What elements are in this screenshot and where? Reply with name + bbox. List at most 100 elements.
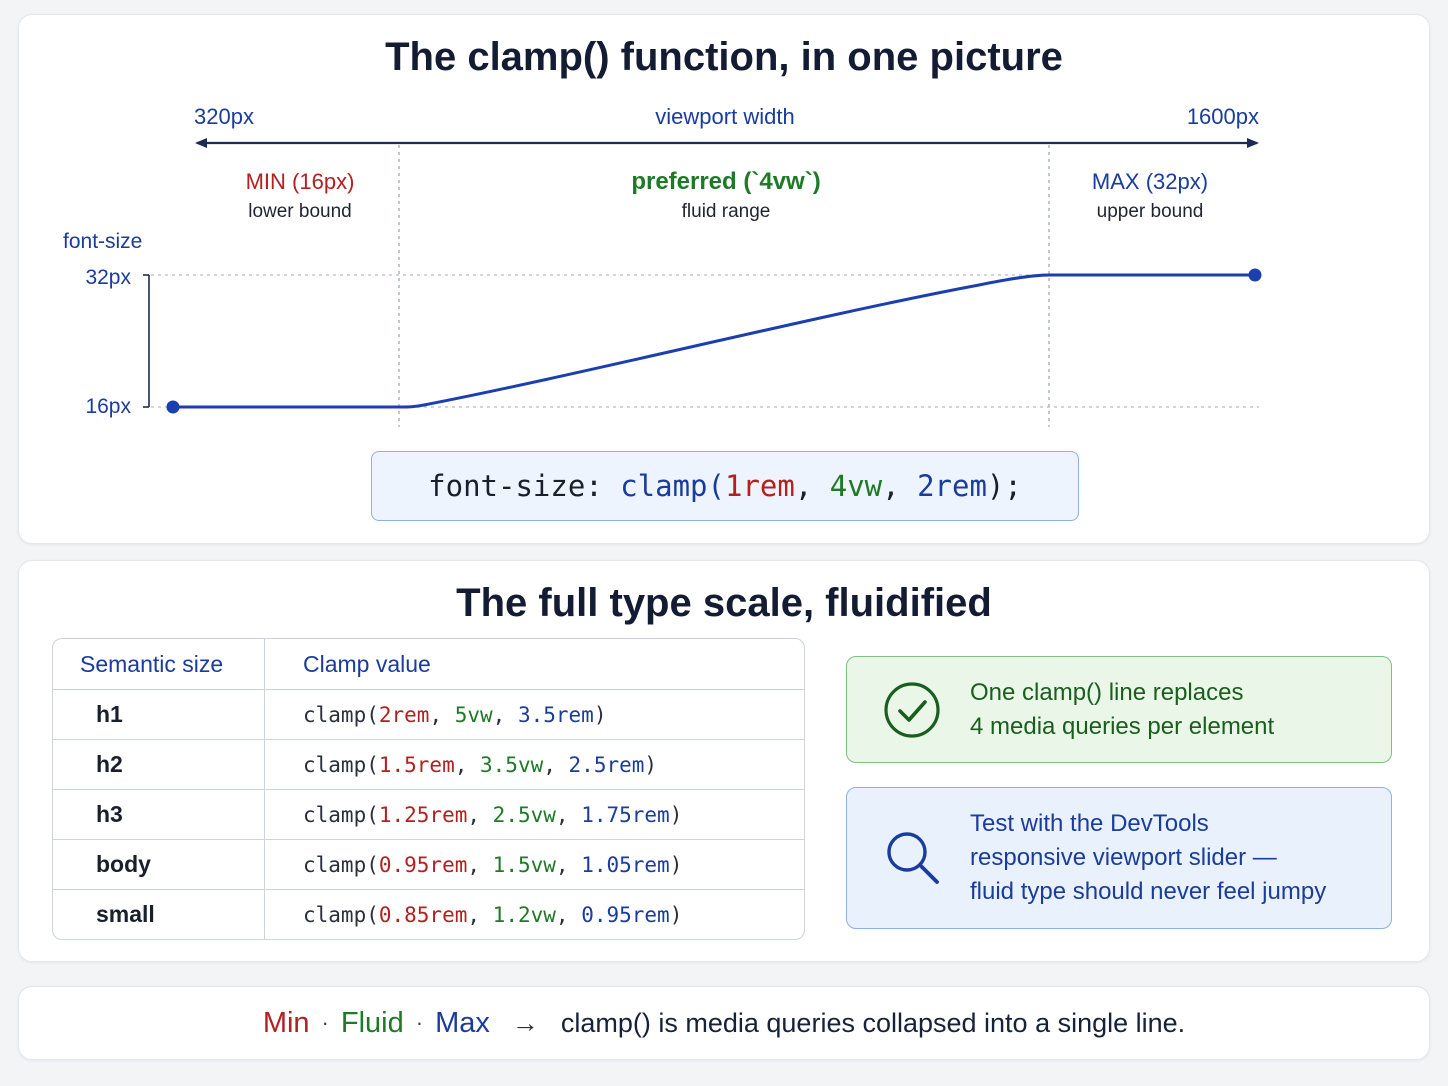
clamp-fluid: 1.5vw [492, 852, 556, 877]
clamp-diagram: 320px viewport width 1600px MIN (16px) l… [63, 104, 1262, 427]
fluid-region-title: preferred (`4vw`) [631, 168, 820, 195]
semantic-size-cell: small [53, 890, 265, 939]
fn-sep: , [467, 802, 493, 827]
fn-close: ) [669, 902, 683, 927]
summary-tail: clamp() is media queries collapsed into … [560, 1007, 1186, 1038]
fn-open: clamp( [303, 702, 379, 727]
max-region-subtitle: upper bound [1097, 201, 1204, 222]
clamp-max: 1.05rem [581, 852, 670, 877]
clamp-fluid: 3.5vw [480, 752, 544, 777]
code-prefix: font-size: [428, 469, 621, 503]
fn-open: clamp( [303, 802, 379, 827]
fn-sep: , [555, 852, 582, 877]
fn-close: ) [669, 802, 683, 827]
blue-note-line2: responsive viewport slider — [970, 844, 1277, 871]
clamp-fluid: 5vw [454, 702, 493, 727]
clamp-min: 2rem [378, 702, 430, 727]
clamp-fluid: 2.5vw [492, 802, 556, 827]
semantic-size-cell: body [53, 840, 265, 889]
y-axis-label: font-size [63, 230, 142, 253]
viewport-max-label: 1600px [1187, 104, 1259, 129]
green-note-line1: One clamp() line replaces [970, 678, 1244, 706]
clamp-value-cell: clamp(1.5rem, 3.5vw, 2.5rem) [265, 740, 804, 789]
devtools-note: Test with the DevTools responsive viewpo… [846, 787, 1392, 929]
summary-line: Min · Fluid · Max → clamp() is media queries c… [19, 987, 1429, 1059]
media-query-note: One clamp() line replaces 4 media querie… [846, 656, 1392, 763]
curve-start-point [166, 400, 180, 414]
fn-close: ) [593, 702, 607, 727]
fn-open: clamp( [303, 902, 379, 927]
clamp-fluid: 1.2vw [492, 902, 556, 927]
y-tick-16px: 16px [85, 395, 131, 418]
fn-sep: , [492, 702, 518, 727]
summary-max: Max [435, 1006, 490, 1039]
type-scale-card: The full type scale, fluidified Semantic… [18, 560, 1430, 962]
fn-sep: , [543, 752, 569, 777]
fn-open: clamp( [303, 852, 379, 877]
curve-end-point [1248, 268, 1262, 282]
clamp-value-cell: clamp(0.85rem, 1.2vw, 0.95rem) [265, 890, 804, 939]
devtools-note-text: Test with the DevTools responsive viewpo… [970, 807, 1326, 909]
min-region-subtitle: lower bound [248, 201, 352, 222]
fn-open: clamp( [303, 752, 379, 777]
diagram-title: The clamp() function, in one picture [385, 35, 1063, 79]
summary-fluid: Fluid [340, 1006, 404, 1039]
code-max: 2rem [917, 469, 987, 503]
blue-note-line3: fluid type should never feel jumpy [970, 878, 1327, 905]
fn-close: ) [644, 752, 658, 777]
code-sep2: , [882, 469, 918, 503]
viewport-min-label: 320px [194, 104, 254, 129]
semantic-size-cell: h1 [53, 690, 265, 739]
scale-title: The full type scale, fluidified [456, 581, 992, 625]
summary-arrow: → [511, 1007, 539, 1038]
summary-dot-1: · [321, 1010, 329, 1035]
code-fn: clamp( [620, 469, 725, 503]
clamp-min: 1.5rem [378, 752, 455, 777]
table-header-row: Semantic size Clamp value [53, 639, 804, 689]
semantic-size-cell: h2 [53, 740, 265, 789]
max-region-title: MAX (32px) [1092, 169, 1208, 194]
clamp-max: 2.5rem [568, 752, 645, 777]
fn-sep: , [555, 802, 582, 827]
fluid-region-subtitle: fluid range [682, 201, 771, 222]
magnifier-icon [887, 832, 939, 884]
y-tick-32px: 32px [85, 266, 131, 289]
check-circle-icon [884, 681, 940, 738]
code-sep1: , [794, 469, 830, 503]
fn-sep: , [467, 902, 493, 927]
fn-sep: , [429, 702, 455, 727]
clamp-min: 1.25rem [378, 802, 468, 827]
header-semantic-size: Semantic size [53, 639, 265, 689]
code-min: 1rem [724, 469, 795, 503]
summary-dot-2: · [415, 1010, 424, 1035]
green-note-line2: 4 media queries per element [970, 712, 1275, 740]
clamp-max: 1.75rem [581, 802, 670, 827]
clamp-max: 3.5rem [517, 702, 594, 727]
semantic-size-cell: h3 [53, 790, 265, 839]
clamp-min: 0.85rem [378, 902, 468, 927]
clamp-code-snippet: font-size: clamp(1rem, 4vw, 2rem); [371, 451, 1079, 521]
fn-sep: , [454, 752, 481, 777]
summary-min: Min [262, 1006, 310, 1039]
clamp-value-cell: clamp(1.25rem, 2.5vw, 1.75rem) [265, 790, 804, 839]
blue-note-line1: Test with the DevTools [970, 810, 1209, 837]
fn-sep: , [555, 902, 582, 927]
clamp-max: 0.95rem [581, 902, 670, 927]
summary-card: Min · Fluid · Max → clamp() is media queries c… [18, 986, 1430, 1060]
header-clamp-value: Clamp value [303, 650, 431, 677]
fn-close: ) [669, 852, 683, 877]
clamp-diagram-card: The clamp() function, in one picture 320… [18, 14, 1430, 544]
clamp-min: 0.95rem [378, 852, 468, 877]
min-region-title: MIN (16px) [246, 169, 355, 194]
code-fluid: 4vw [829, 469, 883, 503]
clamp-curve [173, 273, 1255, 409]
viewport-axis-label: viewport width [655, 104, 794, 129]
media-query-note-text: One clamp() line replaces 4 media querie… [970, 676, 1274, 744]
code-suffix: ); [986, 469, 1022, 503]
clamp-value-cell: clamp(2rem, 5vw, 3.5rem) [265, 690, 804, 739]
